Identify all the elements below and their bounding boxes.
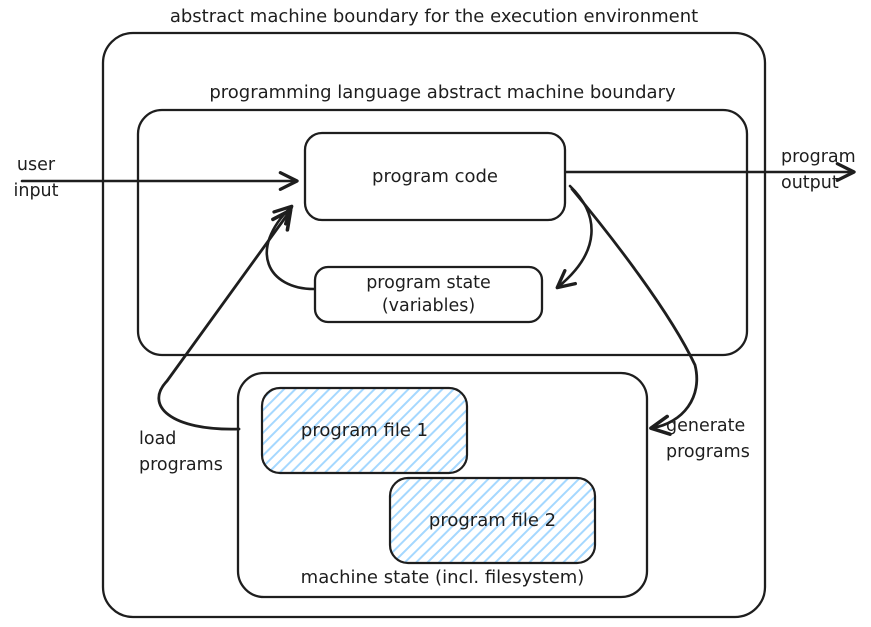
program-output-label-line1: program [781,147,856,167]
program-state-label: program state (variables) [315,267,542,322]
program-file-2-box [388,476,597,565]
program-code-label: program code [372,166,498,187]
machine-state-box [236,371,649,599]
program-output-label-line2: output [781,173,839,193]
generate-programs-label: generate programs [666,413,750,465]
inner-boundary-box [136,108,749,357]
program-state-box [313,265,544,324]
load-programs-label-line1: load [139,429,177,449]
load-programs-arrow [157,208,293,431]
inner-boundary-title: programming language abstract machine bo… [209,82,676,103]
program-code-box [303,131,567,222]
outer-boundary-box [101,31,767,619]
machine-state-label: machine state (incl. filesystem) [300,567,585,588]
program-file-1-box [260,386,469,475]
user-input-label: user input [4,152,68,204]
program-state-label-line2: (variables) [381,295,476,316]
load-programs-label-line2: programs [139,455,223,475]
generate-programs-label-line2: programs [666,442,750,462]
load-programs-label: load programs [139,426,223,478]
generate-programs-arrow [570,187,698,436]
program-file-1-label: program file 1 [300,420,429,441]
program-file-2-label: program file 2 [428,510,557,531]
program-state-label-line1: program state [366,272,491,293]
program-output-label: program output [781,144,856,196]
user-input-label-line1: user [16,155,56,175]
generate-programs-label-line1: generate [666,416,746,436]
user-input-label-line2: input [13,181,59,201]
outer-boundary-title: abstract machine boundary for the execut… [169,6,699,27]
